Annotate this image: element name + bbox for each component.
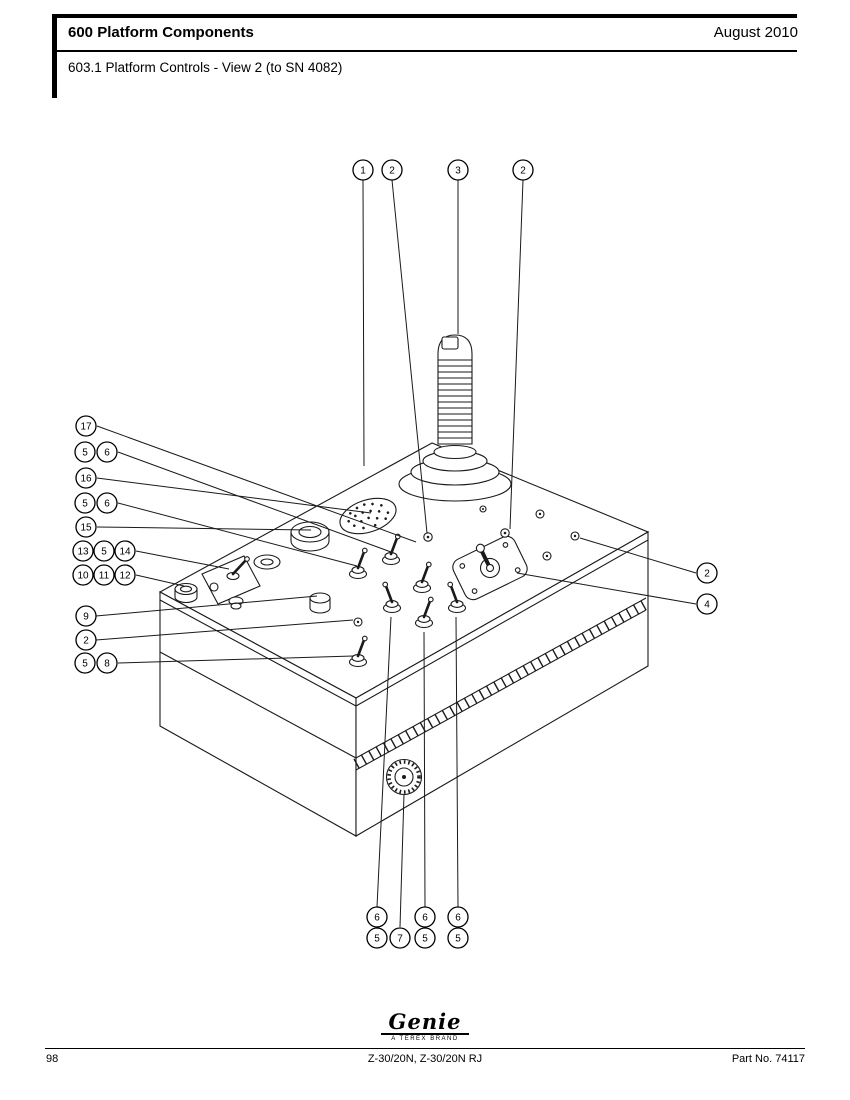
part-number: Part No. 74117 <box>731 1053 805 1065</box>
toggle-switch <box>348 547 368 580</box>
callout-number: 4 <box>704 600 710 611</box>
section-heading: 603.1 Platform Controls - View 2 (to SN … <box>68 60 343 75</box>
callout-number: 16 <box>80 474 92 485</box>
callout-number: 2 <box>83 636 89 647</box>
callout: 11 <box>93 564 115 586</box>
callout: 14 <box>114 540 136 562</box>
model-names: Z-30/20N, Z-30/20N RJ <box>367 1053 483 1065</box>
footer-rule <box>45 1048 805 1049</box>
callout-number: 12 <box>119 571 131 582</box>
joystick <box>398 334 512 502</box>
callout-number: 2 <box>704 569 710 580</box>
toggle-switch <box>381 533 401 566</box>
callout: 5 <box>74 441 96 463</box>
callout-number: 9 <box>83 612 89 623</box>
callout-number: 6 <box>104 448 110 459</box>
callout: 12 <box>114 564 136 586</box>
callout: 4 <box>696 593 718 615</box>
alarm-speaker-plate <box>339 497 397 535</box>
brand-tagline: A TEREX BRAND <box>391 1036 459 1042</box>
callout: 10 <box>72 564 94 586</box>
control-knob <box>385 758 423 796</box>
toggle-switch <box>414 596 434 629</box>
callout-number: 14 <box>119 547 131 558</box>
callout: 3 <box>447 159 469 181</box>
callout-number: 10 <box>77 571 89 582</box>
callout-number: 11 <box>99 571 110 582</box>
hinge-strip-bottom-edge <box>355 609 647 771</box>
callout: 2 <box>512 159 534 181</box>
toggle-switch <box>348 635 368 668</box>
brand-name: Genie <box>380 1011 470 1035</box>
callout: 6 <box>96 492 118 514</box>
callout: 5 <box>74 652 96 674</box>
header-left-bar <box>52 14 57 98</box>
callout: 6 <box>366 906 388 928</box>
callout-number: 5 <box>82 448 88 459</box>
callout-number: 6 <box>422 913 428 924</box>
callout-number: 7 <box>397 934 403 945</box>
header-top-bar <box>52 14 797 18</box>
push-button <box>174 582 198 604</box>
indicator-lamps <box>353 505 580 627</box>
callout-number: 8 <box>104 659 110 670</box>
callout-number: 5 <box>82 659 88 670</box>
callout-number: 13 <box>77 547 89 558</box>
callout: 7 <box>389 927 411 949</box>
callout-number: 6 <box>104 499 110 510</box>
callout: 5 <box>447 927 469 949</box>
revision-date: August 2010 <box>713 24 798 41</box>
callout-number: 5 <box>101 547 107 558</box>
callout-number: 15 <box>80 523 92 534</box>
page-number: 98 <box>46 1053 59 1065</box>
callout: 17 <box>75 415 97 437</box>
chapter-title: 600 Platform Components <box>68 24 254 41</box>
lid-lip-line <box>159 539 649 707</box>
control-box <box>158 442 650 837</box>
callout: 8 <box>96 652 118 674</box>
callout-number: 5 <box>374 934 380 945</box>
toggle-switch <box>382 581 402 614</box>
callout: 6 <box>414 906 436 928</box>
callout-number: 5 <box>422 934 428 945</box>
callout: 2 <box>696 562 718 584</box>
joystick-grip-ribs <box>438 359 472 439</box>
callout-number: 6 <box>455 913 461 924</box>
washer <box>253 554 281 570</box>
genie-logo: Genie A TEREX BRAND <box>0 1011 850 1042</box>
header-rule <box>57 50 797 52</box>
callout-number: 6 <box>374 913 380 924</box>
callout: 6 <box>96 441 118 463</box>
callout: 5 <box>74 492 96 514</box>
callout: 2 <box>381 159 403 181</box>
callout-number: 2 <box>389 166 395 177</box>
callout-number: 3 <box>455 166 461 177</box>
callout: 2 <box>75 629 97 651</box>
cylindrical-knob <box>309 592 331 614</box>
switch-guard-bracket <box>201 555 261 610</box>
callout: 5 <box>414 927 436 949</box>
rubber-grommet <box>290 521 330 552</box>
callout: 16 <box>75 467 97 489</box>
callout-number: 2 <box>520 166 526 177</box>
callout: 13 <box>72 540 94 562</box>
callout-number: 17 <box>80 422 92 433</box>
toggle-switch <box>447 581 467 614</box>
callout: 5 <box>366 927 388 949</box>
leader-lines <box>95 179 697 928</box>
callout: 1 <box>352 159 374 181</box>
callout: 15 <box>75 516 97 538</box>
callout: 5 <box>93 540 115 562</box>
callout: 6 <box>447 906 469 928</box>
callout-number: 1 <box>360 166 366 177</box>
callout-number: 5 <box>455 934 461 945</box>
lid-seam-line <box>159 651 357 759</box>
callout-number: 5 <box>82 499 88 510</box>
callout: 9 <box>75 605 97 627</box>
joystick-rocker <box>441 336 459 350</box>
key-switch-plate <box>452 535 528 601</box>
toggle-switch <box>412 561 432 594</box>
